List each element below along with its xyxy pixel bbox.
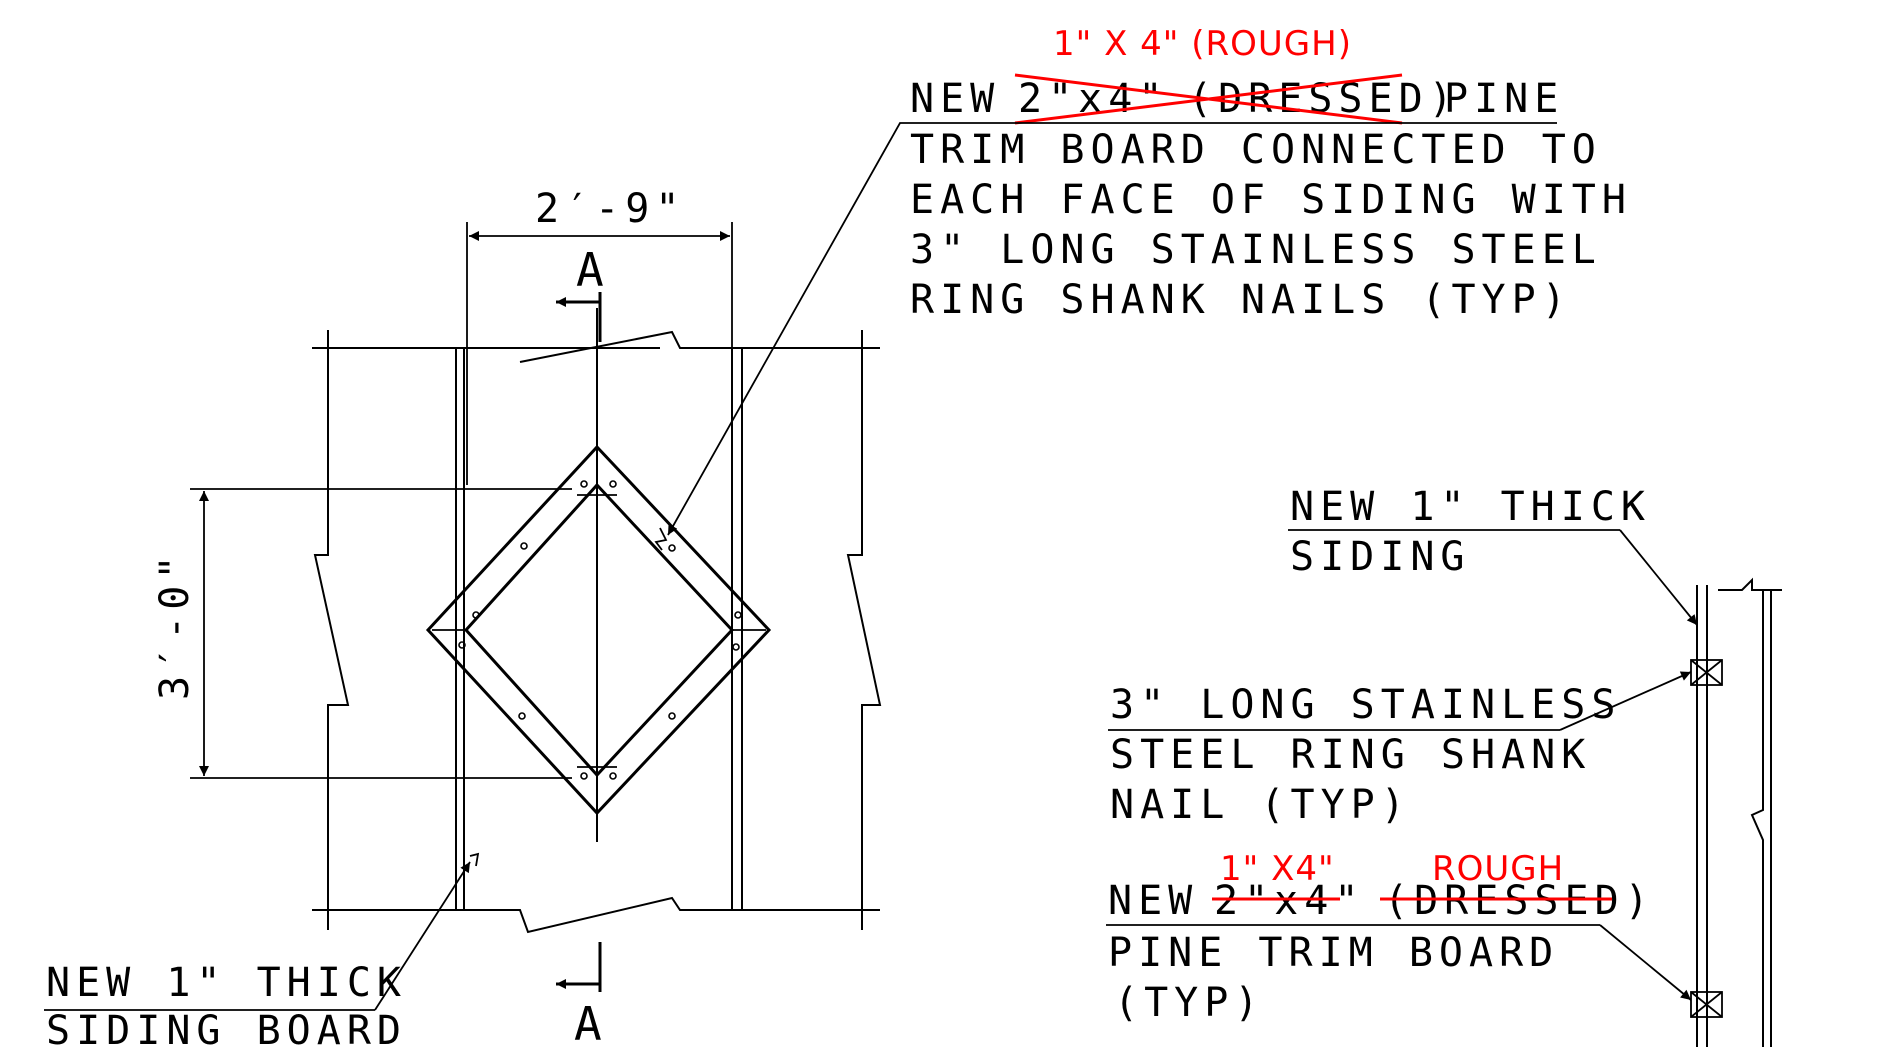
width-dimension: 2′-9" (466, 186, 733, 485)
note-top-line1-struck-size: 2"x4" (1018, 76, 1168, 122)
note-top-line3: EACH FACE OF SIDING WITH (910, 177, 1632, 223)
nail-holes (458, 480, 742, 780)
note-nail-line3: NAIL (TYP) (1110, 782, 1411, 828)
section-mark-bottom-label: A (574, 997, 602, 1047)
siding-panel-outline (312, 308, 882, 934)
note-siding-left-line1: NEW 1" THICK (46, 960, 407, 1006)
note-trim-line3: (TYP) (1114, 980, 1264, 1026)
width-dimension-label: 2′-9" (535, 186, 685, 232)
note-top-line1-struck-type: (DRESSED) (1188, 76, 1459, 122)
height-dimension: 3′-0" (152, 488, 572, 779)
note-siding-right: NEW 1" THICK SIDING (1288, 484, 1698, 626)
note-top-line2: TRIM BOARD CONNECTED TO (910, 127, 1602, 173)
section-mark-top-label: A (576, 243, 604, 297)
note-trim-line1-struck-type: (DRESSED) (1384, 878, 1655, 924)
note-nail-line2: STEEL RING SHANK (1110, 732, 1591, 778)
note-trim-line1-prefix: NEW (1108, 878, 1198, 924)
revision-note-type: ROUGH (1432, 849, 1564, 889)
note-trim-board-top: 1" X 4" (ROUGH) NEW 2"x4" (DRESSED) PINE… (654, 24, 1632, 551)
strike-top-b (1014, 73, 1403, 125)
section-mark-bottom: A (556, 942, 602, 1047)
height-dimension-label: 3′-0" (152, 550, 198, 700)
note-top-line4: 3" LONG STAINLESS STEEL (910, 227, 1602, 273)
note-top-line1-suffix: PINE (1444, 76, 1564, 122)
note-top-line5: RING SHANK NAILS (TYP) (910, 277, 1572, 323)
note-nail: 3" LONG STAINLESS STEEL RING SHANK NAIL … (1108, 671, 1692, 828)
revision-note-top: 1" X 4" (ROUGH) (1053, 24, 1352, 64)
note-trim-board-bottom: 1" X4" ROUGH NEW 2"x4" (DRESSED) PINE TR… (1106, 849, 1692, 1026)
section-view (1690, 577, 1782, 1047)
revision-note-size: 1" X4" (1220, 849, 1335, 889)
note-siding-left-line2: SIDING BOARD (46, 1008, 407, 1047)
section-mark-top: A (556, 243, 604, 342)
note-nail-line1: 3" LONG STAINLESS (1110, 682, 1621, 728)
diamond-sign (425, 444, 772, 816)
note-trim-line2: PINE TRIM BOARD (1108, 930, 1559, 976)
note-top-line1-prefix: NEW (910, 76, 1000, 122)
note-trim-line1-struck-size: 2"x4" (1214, 878, 1364, 924)
note-siding-right-line2: SIDING (1290, 534, 1471, 580)
note-siding-right-line1: NEW 1" THICK (1290, 484, 1651, 530)
note-siding-left: NEW 1" THICK SIDING BOARD (44, 852, 480, 1047)
